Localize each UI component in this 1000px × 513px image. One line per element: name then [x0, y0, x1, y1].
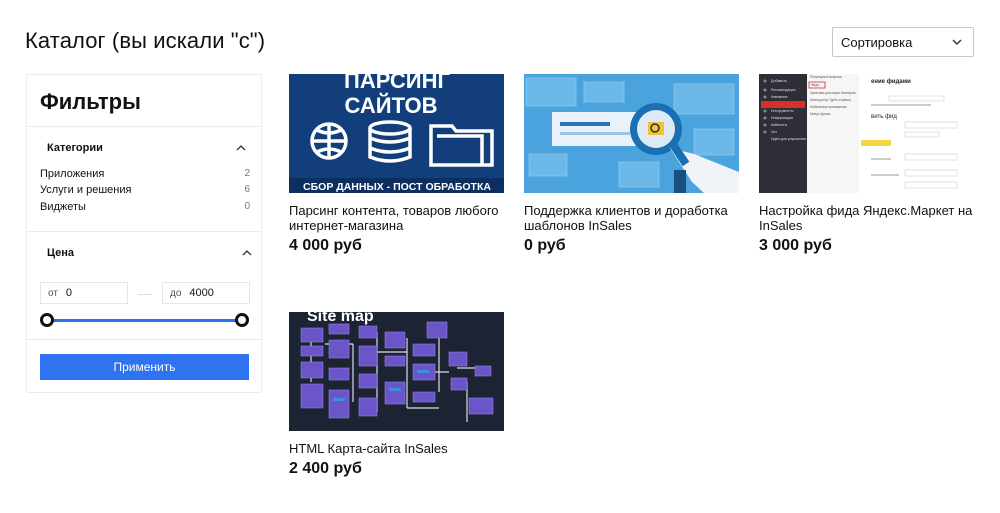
- image-text: Мобильные приложения: [810, 105, 847, 109]
- product-name[interactable]: HTML Карта-сайта InSales: [289, 441, 448, 456]
- chevron-up-icon[interactable]: [235, 142, 247, 154]
- image-text: Кампании: [771, 95, 788, 99]
- product-name[interactable]: Парсинг контента, товаров любого интерне…: [289, 203, 499, 233]
- image-text: СБОР ДАННЫХ - ПОСТ ОБРАБОТКА: [303, 181, 491, 193]
- product-price: 2 400 руб: [289, 460, 362, 477]
- price-range-max-handle[interactable]: [235, 313, 249, 327]
- image-text: ПАРСИНГ: [344, 74, 450, 93]
- price-to-field[interactable]: до 4000: [162, 282, 250, 304]
- price-range-min-handle[interactable]: [40, 313, 54, 327]
- product-image-support[interactable]: [524, 74, 739, 193]
- sort-label: Сортировка: [841, 34, 913, 50]
- product-card[interactable]: Добавить Рекомендации Кампании Библиотек…: [759, 74, 974, 255]
- range-dash: [138, 294, 152, 295]
- product-price: 3 000 руб: [759, 237, 832, 254]
- page-title: Каталог (вы искали "с"): [25, 28, 266, 53]
- image-text: Site map: [307, 312, 374, 325]
- product-price: 0 руб: [524, 237, 566, 254]
- image-text: Добавить: [771, 79, 787, 83]
- price-from-value: 0: [65, 287, 73, 299]
- image-text: Популярные вопросы: [810, 75, 843, 79]
- price-from-field[interactable]: от 0: [40, 282, 128, 304]
- category-label: Приложения: [40, 168, 105, 180]
- chevron-down-icon: [952, 39, 962, 45]
- image-text: ение фидами: [871, 78, 911, 85]
- price-heading[interactable]: Цена: [47, 247, 75, 259]
- image-text: Чат: [771, 130, 777, 134]
- price-to-label: до: [170, 287, 182, 299]
- divider: [27, 339, 261, 340]
- image-text: Информация: [771, 116, 793, 120]
- category-item-apps[interactable]: Приложения 2: [40, 168, 250, 184]
- divider: [27, 231, 261, 232]
- image-text: Рекомендации: [771, 88, 795, 92]
- category-item-services[interactable]: Услуги и решения 6: [40, 184, 250, 200]
- product-image-sitemap[interactable]: Site map: [289, 312, 504, 431]
- category-item-widgets[interactable]: Виджеты 0: [40, 201, 250, 217]
- image-text: САЙТОВ: [345, 93, 438, 118]
- divider: [27, 126, 261, 127]
- image-text: Минус-фразы: [810, 112, 831, 116]
- product-card[interactable]: ПАРСИНГ САЙТОВ СБОР ДАННЫХ - ПОСТ ОБРАБО…: [289, 74, 504, 255]
- filters-panel: Фильтры Категории Приложения 2 Услуги и …: [26, 74, 262, 393]
- image-text: Кабинеты: [771, 123, 788, 127]
- product-name[interactable]: Настройка фида Яндекс.Маркет на InSales: [759, 203, 973, 233]
- product-image-parsing[interactable]: ПАРСИНГ САЙТОВ СБОР ДАННЫХ - ПОСТ ОБРАБО…: [289, 74, 504, 193]
- product-card[interactable]: Site map HTML Карта-сайта InSales 2 400 …: [289, 312, 504, 478]
- chevron-up-icon[interactable]: [241, 247, 253, 259]
- image-text: Фиды: [811, 83, 820, 87]
- image-text: Идеи для улучшения: [771, 137, 806, 141]
- sort-dropdown[interactable]: Сортировка: [832, 27, 974, 57]
- image-text: Инструменты: [771, 109, 794, 113]
- product-name[interactable]: Поддержка клиентов и доработка шаблонов …: [524, 203, 728, 233]
- image-text: Конструктор Турбо-страниц: [810, 98, 851, 102]
- price-range-track[interactable]: [47, 319, 242, 322]
- category-count: 0: [244, 201, 250, 212]
- image-text: вить фид: [871, 114, 897, 120]
- product-image-yandex-feed[interactable]: Добавить Рекомендации Кампании Библиотек…: [759, 74, 974, 193]
- product-card[interactable]: Поддержка клиентов и доработка шаблонов …: [524, 74, 739, 255]
- category-label: Услуги и решения: [40, 184, 132, 196]
- price-to-value: 4000: [189, 287, 214, 299]
- image-text: Креативы для смарт-баннеров: [810, 91, 856, 95]
- categories-heading[interactable]: Категории: [47, 142, 103, 154]
- category-label: Виджеты: [40, 201, 86, 213]
- filters-title: Фильтры: [40, 89, 141, 114]
- price-from-label: от: [48, 287, 58, 299]
- category-count: 2: [244, 168, 250, 179]
- category-count: 6: [244, 184, 250, 195]
- apply-filters-button[interactable]: Применить: [40, 354, 249, 380]
- product-price: 4 000 руб: [289, 237, 362, 254]
